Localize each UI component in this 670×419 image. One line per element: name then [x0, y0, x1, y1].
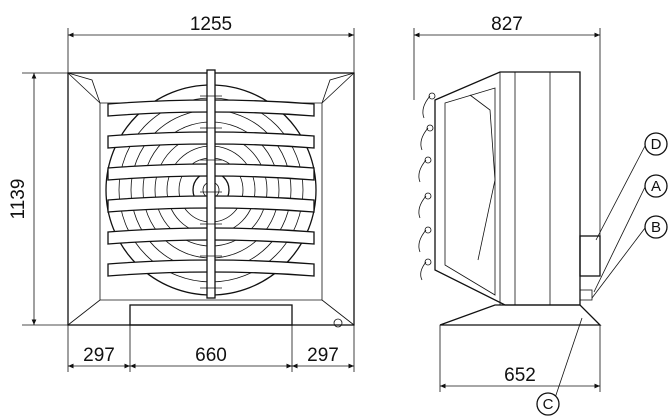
pipe-connections	[579, 289, 593, 301]
dim-depth-827: 827	[491, 14, 523, 35]
front-view: 1255 1139 297 660 297	[8, 14, 355, 372]
center-bar	[206, 69, 216, 299]
callout-d: D	[644, 132, 668, 156]
dim-bottom-right-297: 297	[307, 345, 339, 366]
callout-a: A	[644, 174, 668, 198]
side-view: 827 652 D A B C	[413, 14, 668, 416]
dim-bottom-mid-660: 660	[195, 345, 227, 366]
svg-text:C: C	[543, 396, 554, 413]
callout-b: B	[644, 215, 668, 239]
svg-text:A: A	[651, 178, 661, 195]
side-base	[439, 304, 602, 326]
dim-height-1139: 1139	[8, 179, 29, 220]
callout-c: C	[536, 392, 560, 416]
svg-text:B: B	[651, 219, 661, 236]
svg-text:D: D	[651, 136, 662, 153]
connection-box	[579, 235, 601, 277]
dim-width-1255: 1255	[190, 14, 232, 35]
front-base	[129, 304, 293, 326]
side-housing	[434, 71, 581, 306]
dim-base-652: 652	[504, 365, 536, 386]
side-louvers	[418, 92, 436, 281]
dim-bottom-left-297: 297	[83, 345, 115, 366]
